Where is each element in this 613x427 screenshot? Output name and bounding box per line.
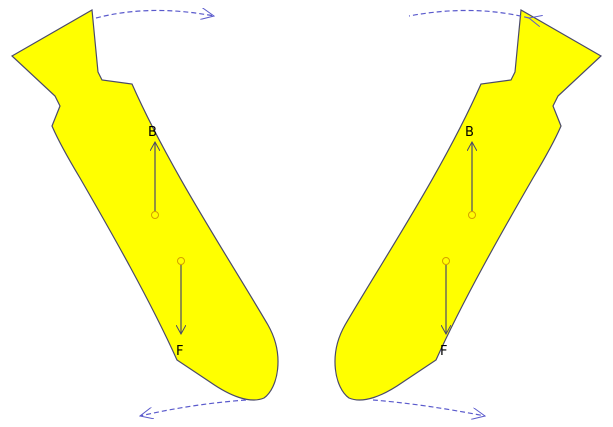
left-weight-label: F [176, 344, 183, 359]
left-buoyancy-label: B [148, 125, 157, 140]
right-buoyancy-label: B [465, 125, 474, 140]
left-body-shape [12, 10, 278, 400]
right-body-shape [335, 10, 601, 400]
left-bottom-rotation-arrow [140, 400, 246, 416]
left-figure: B F [12, 10, 278, 416]
right-weight-label: F [440, 344, 447, 359]
right-bottom-rotation-arrow [373, 400, 485, 416]
right-top-rotation-arrow [409, 10, 529, 18]
left-top-rotation-arrow [96, 10, 214, 18]
right-figure [335, 10, 601, 416]
